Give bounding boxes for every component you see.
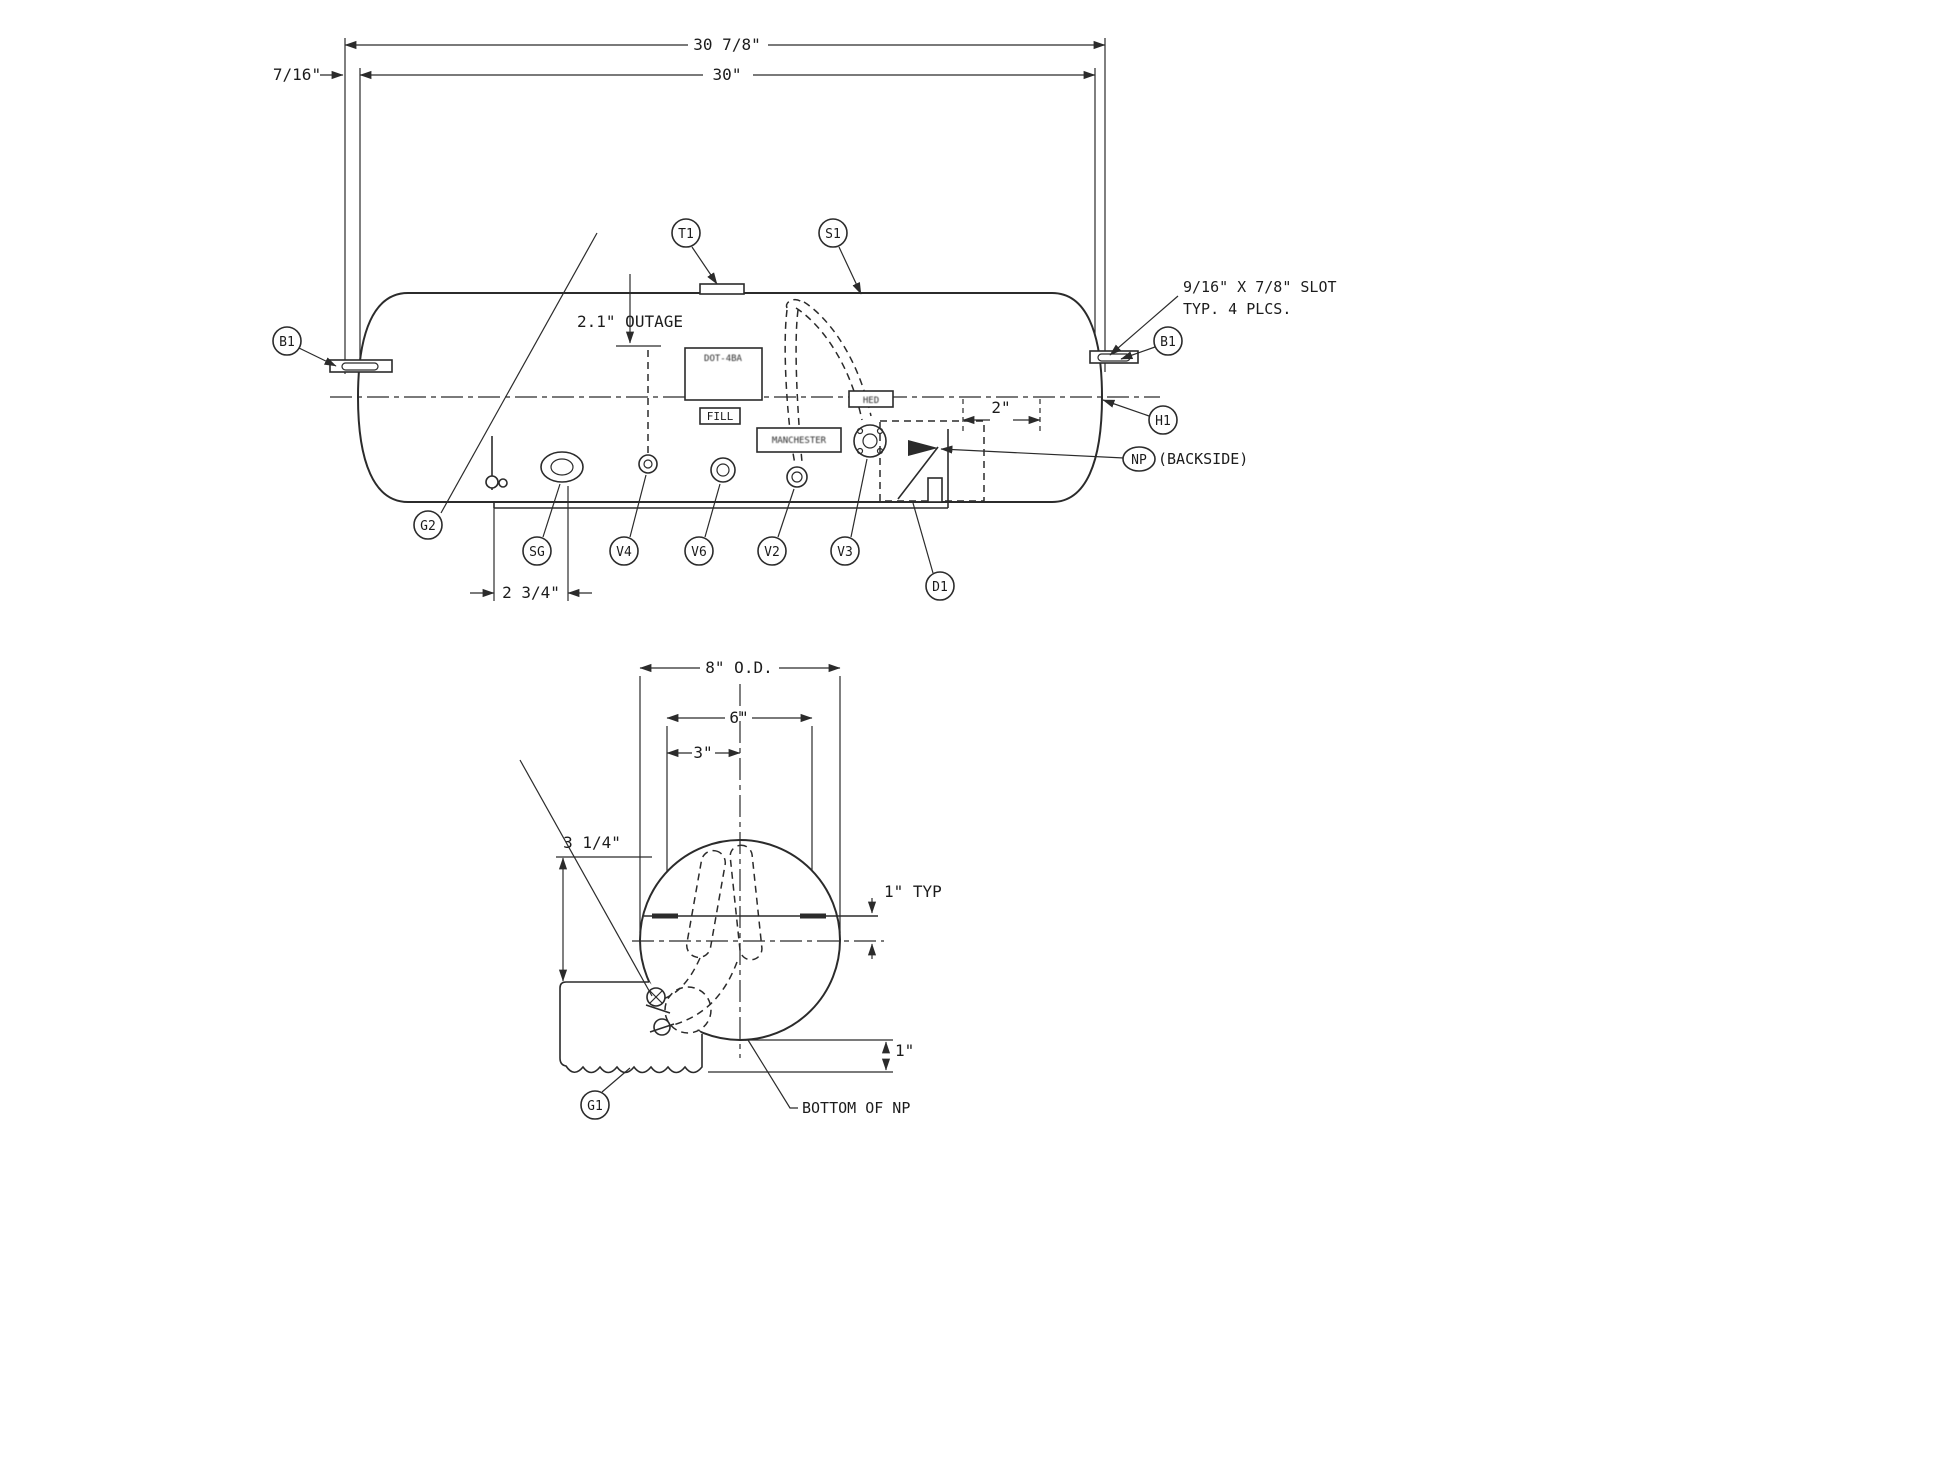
dimension-half-span: 3" bbox=[666, 743, 741, 762]
slot-note: 9/16" X 7/8" SLOT TYP. 4 PLCS. bbox=[1109, 278, 1337, 356]
dimension-base-height: 3 1/4" bbox=[556, 833, 652, 982]
callout-b1-left-label: B1 bbox=[279, 335, 295, 350]
dimension-od: 8" O.D. bbox=[639, 658, 841, 933]
dim-base-height-label: 3 1/4" bbox=[563, 833, 621, 852]
callout-t1-label: T1 bbox=[678, 227, 694, 242]
fitting-v3 bbox=[853, 424, 887, 458]
data-plate-text: DOT-4BA bbox=[704, 354, 743, 364]
callout-h1: H1 bbox=[1102, 399, 1178, 435]
dim-shell-label: 30" bbox=[713, 65, 742, 84]
dimension-overall: 30 7/8" bbox=[344, 35, 1106, 54]
dimension-np-offset: 2" bbox=[962, 398, 1041, 431]
callout-d1: D1 bbox=[912, 502, 955, 601]
dim-sg-offset-label: 2 3/4" bbox=[502, 583, 560, 602]
callout-v4: V4 bbox=[609, 474, 647, 566]
end-view: 8" O.D. 6" 3" 1" TYP bbox=[519, 658, 942, 1120]
np-tag: NP bbox=[1131, 453, 1147, 468]
callout-d1-label: D1 bbox=[932, 580, 948, 595]
valve-assembly bbox=[645, 844, 763, 1036]
callout-sg: SG bbox=[522, 483, 561, 566]
callout-b1-left: B1 bbox=[272, 326, 337, 367]
dim-half-span-label: 3" bbox=[693, 743, 712, 762]
slot-note-line2: TYP. 4 PLCS. bbox=[1183, 300, 1291, 318]
data-plate: DOT-4BA bbox=[684, 347, 763, 401]
callout-g2-label: G2 bbox=[420, 519, 436, 534]
dimension-slot-typ: 1" TYP bbox=[867, 882, 942, 959]
fitting-v2 bbox=[786, 466, 808, 488]
right-bracket bbox=[1089, 350, 1139, 364]
callout-sg-label: SG bbox=[529, 545, 545, 560]
dim-head-label: 7/16" bbox=[273, 65, 321, 84]
callout-g2: G2 bbox=[413, 510, 443, 540]
callout-v6: V6 bbox=[684, 483, 721, 566]
g2-diagonal-leader bbox=[440, 232, 598, 514]
top-coupling bbox=[699, 283, 745, 295]
bottom-np-label: BOTTOM OF NP bbox=[802, 1099, 910, 1117]
outage-gauge: 2.1" OUTAGE bbox=[577, 274, 683, 455]
np-note: NP (BACKSIDE) bbox=[940, 445, 1248, 472]
callout-s1: S1 bbox=[818, 218, 862, 295]
valve-plate: MANCHESTER bbox=[756, 427, 842, 453]
slot-note-line1: 9/16" X 7/8" SLOT bbox=[1183, 278, 1337, 296]
callout-b1-right: B1 bbox=[1120, 326, 1183, 360]
dimension-sg-offset: 2 3/4" bbox=[470, 486, 592, 602]
dim-bolt-span-label: 6" bbox=[729, 708, 748, 727]
side-view: 30 7/8" 30" 7/16" bbox=[272, 35, 1337, 602]
end-view-diagonal-leader bbox=[519, 759, 653, 997]
callout-g1-label: G1 bbox=[587, 1099, 603, 1114]
small-tag-text: HED bbox=[863, 396, 879, 406]
callout-v6-label: V6 bbox=[691, 545, 707, 560]
valve-plate-text: MANCHESTER bbox=[772, 436, 827, 446]
small-tag: HED bbox=[848, 390, 894, 408]
callout-s1-label: S1 bbox=[825, 227, 841, 242]
d1-bracket bbox=[879, 420, 985, 503]
bottom-rail bbox=[493, 501, 949, 509]
left-bracket-slot bbox=[341, 362, 379, 371]
dim-np-offset-label: 2" bbox=[991, 398, 1010, 417]
callout-v2: V2 bbox=[757, 488, 795, 566]
callout-v3: V3 bbox=[830, 458, 868, 566]
callout-h1-label: H1 bbox=[1155, 414, 1171, 429]
dimension-head: 7/16" bbox=[273, 65, 344, 84]
dim-od-label: 8" O.D. bbox=[705, 658, 772, 677]
base-foot bbox=[559, 981, 703, 1074]
dimension-base-clear: 1" bbox=[708, 1039, 914, 1073]
bottom-np-note: BOTTOM OF NP bbox=[747, 1039, 910, 1117]
dim-overall-label: 30 7/8" bbox=[693, 35, 760, 54]
callout-b1-right-label: B1 bbox=[1160, 335, 1176, 350]
dimension-shell: 30" bbox=[359, 65, 1096, 84]
callout-v4-label: V4 bbox=[616, 545, 632, 560]
fitting-g2 bbox=[485, 436, 508, 490]
fitting-v4 bbox=[638, 454, 658, 474]
left-bracket bbox=[329, 359, 393, 373]
fitting-v6 bbox=[710, 457, 736, 483]
callout-g1: G1 bbox=[580, 1067, 631, 1120]
fill-label: FILL bbox=[707, 410, 734, 423]
dim-slot-typ-label: 1" TYP bbox=[884, 882, 942, 901]
extension-lines bbox=[344, 38, 1106, 374]
dim-base-clear-label: 1" bbox=[895, 1041, 914, 1060]
fitting-sg bbox=[540, 451, 584, 483]
fill-label-plate: FILL bbox=[699, 407, 741, 425]
callout-t1: T1 bbox=[671, 218, 718, 285]
np-direction-arrow bbox=[908, 440, 938, 456]
np-backside-label: (BACKSIDE) bbox=[1158, 450, 1248, 468]
callout-v3-label: V3 bbox=[837, 545, 853, 560]
callout-v2-label: V2 bbox=[764, 545, 780, 560]
